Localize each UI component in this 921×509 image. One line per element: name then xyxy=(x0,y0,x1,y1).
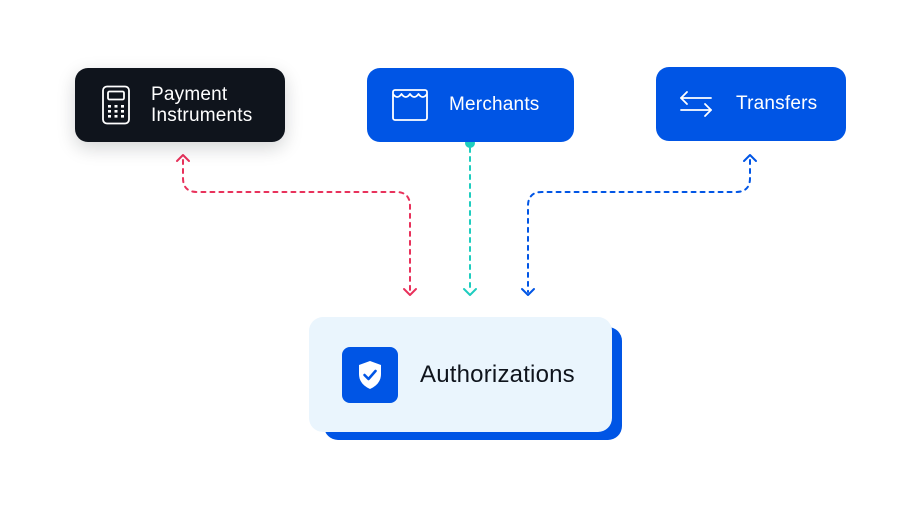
node-authorizations[interactable]: Authorizations xyxy=(309,317,612,432)
connector-payment-to-auth xyxy=(176,154,417,296)
storefront-icon xyxy=(391,88,429,122)
node-payment-instruments-label: Payment Instruments xyxy=(151,84,252,126)
card-terminal-icon xyxy=(101,85,131,125)
node-authorizations-label: Authorizations xyxy=(420,360,575,388)
node-payment-instruments[interactable]: Payment Instruments xyxy=(75,68,285,142)
connector-transfers-to-auth xyxy=(521,154,757,296)
node-transfers-label: Transfers xyxy=(736,93,818,114)
node-merchants-label: Merchants xyxy=(449,94,540,115)
connector-merchants-to-auth xyxy=(463,138,477,296)
node-label-line1: Payment xyxy=(151,84,228,105)
node-merchants[interactable]: Merchants xyxy=(367,68,574,142)
transfer-arrows-icon xyxy=(678,89,714,119)
node-transfers[interactable]: Transfers xyxy=(656,67,846,141)
node-label-line2: Instruments xyxy=(151,105,253,126)
shield-check-icon xyxy=(342,346,398,403)
